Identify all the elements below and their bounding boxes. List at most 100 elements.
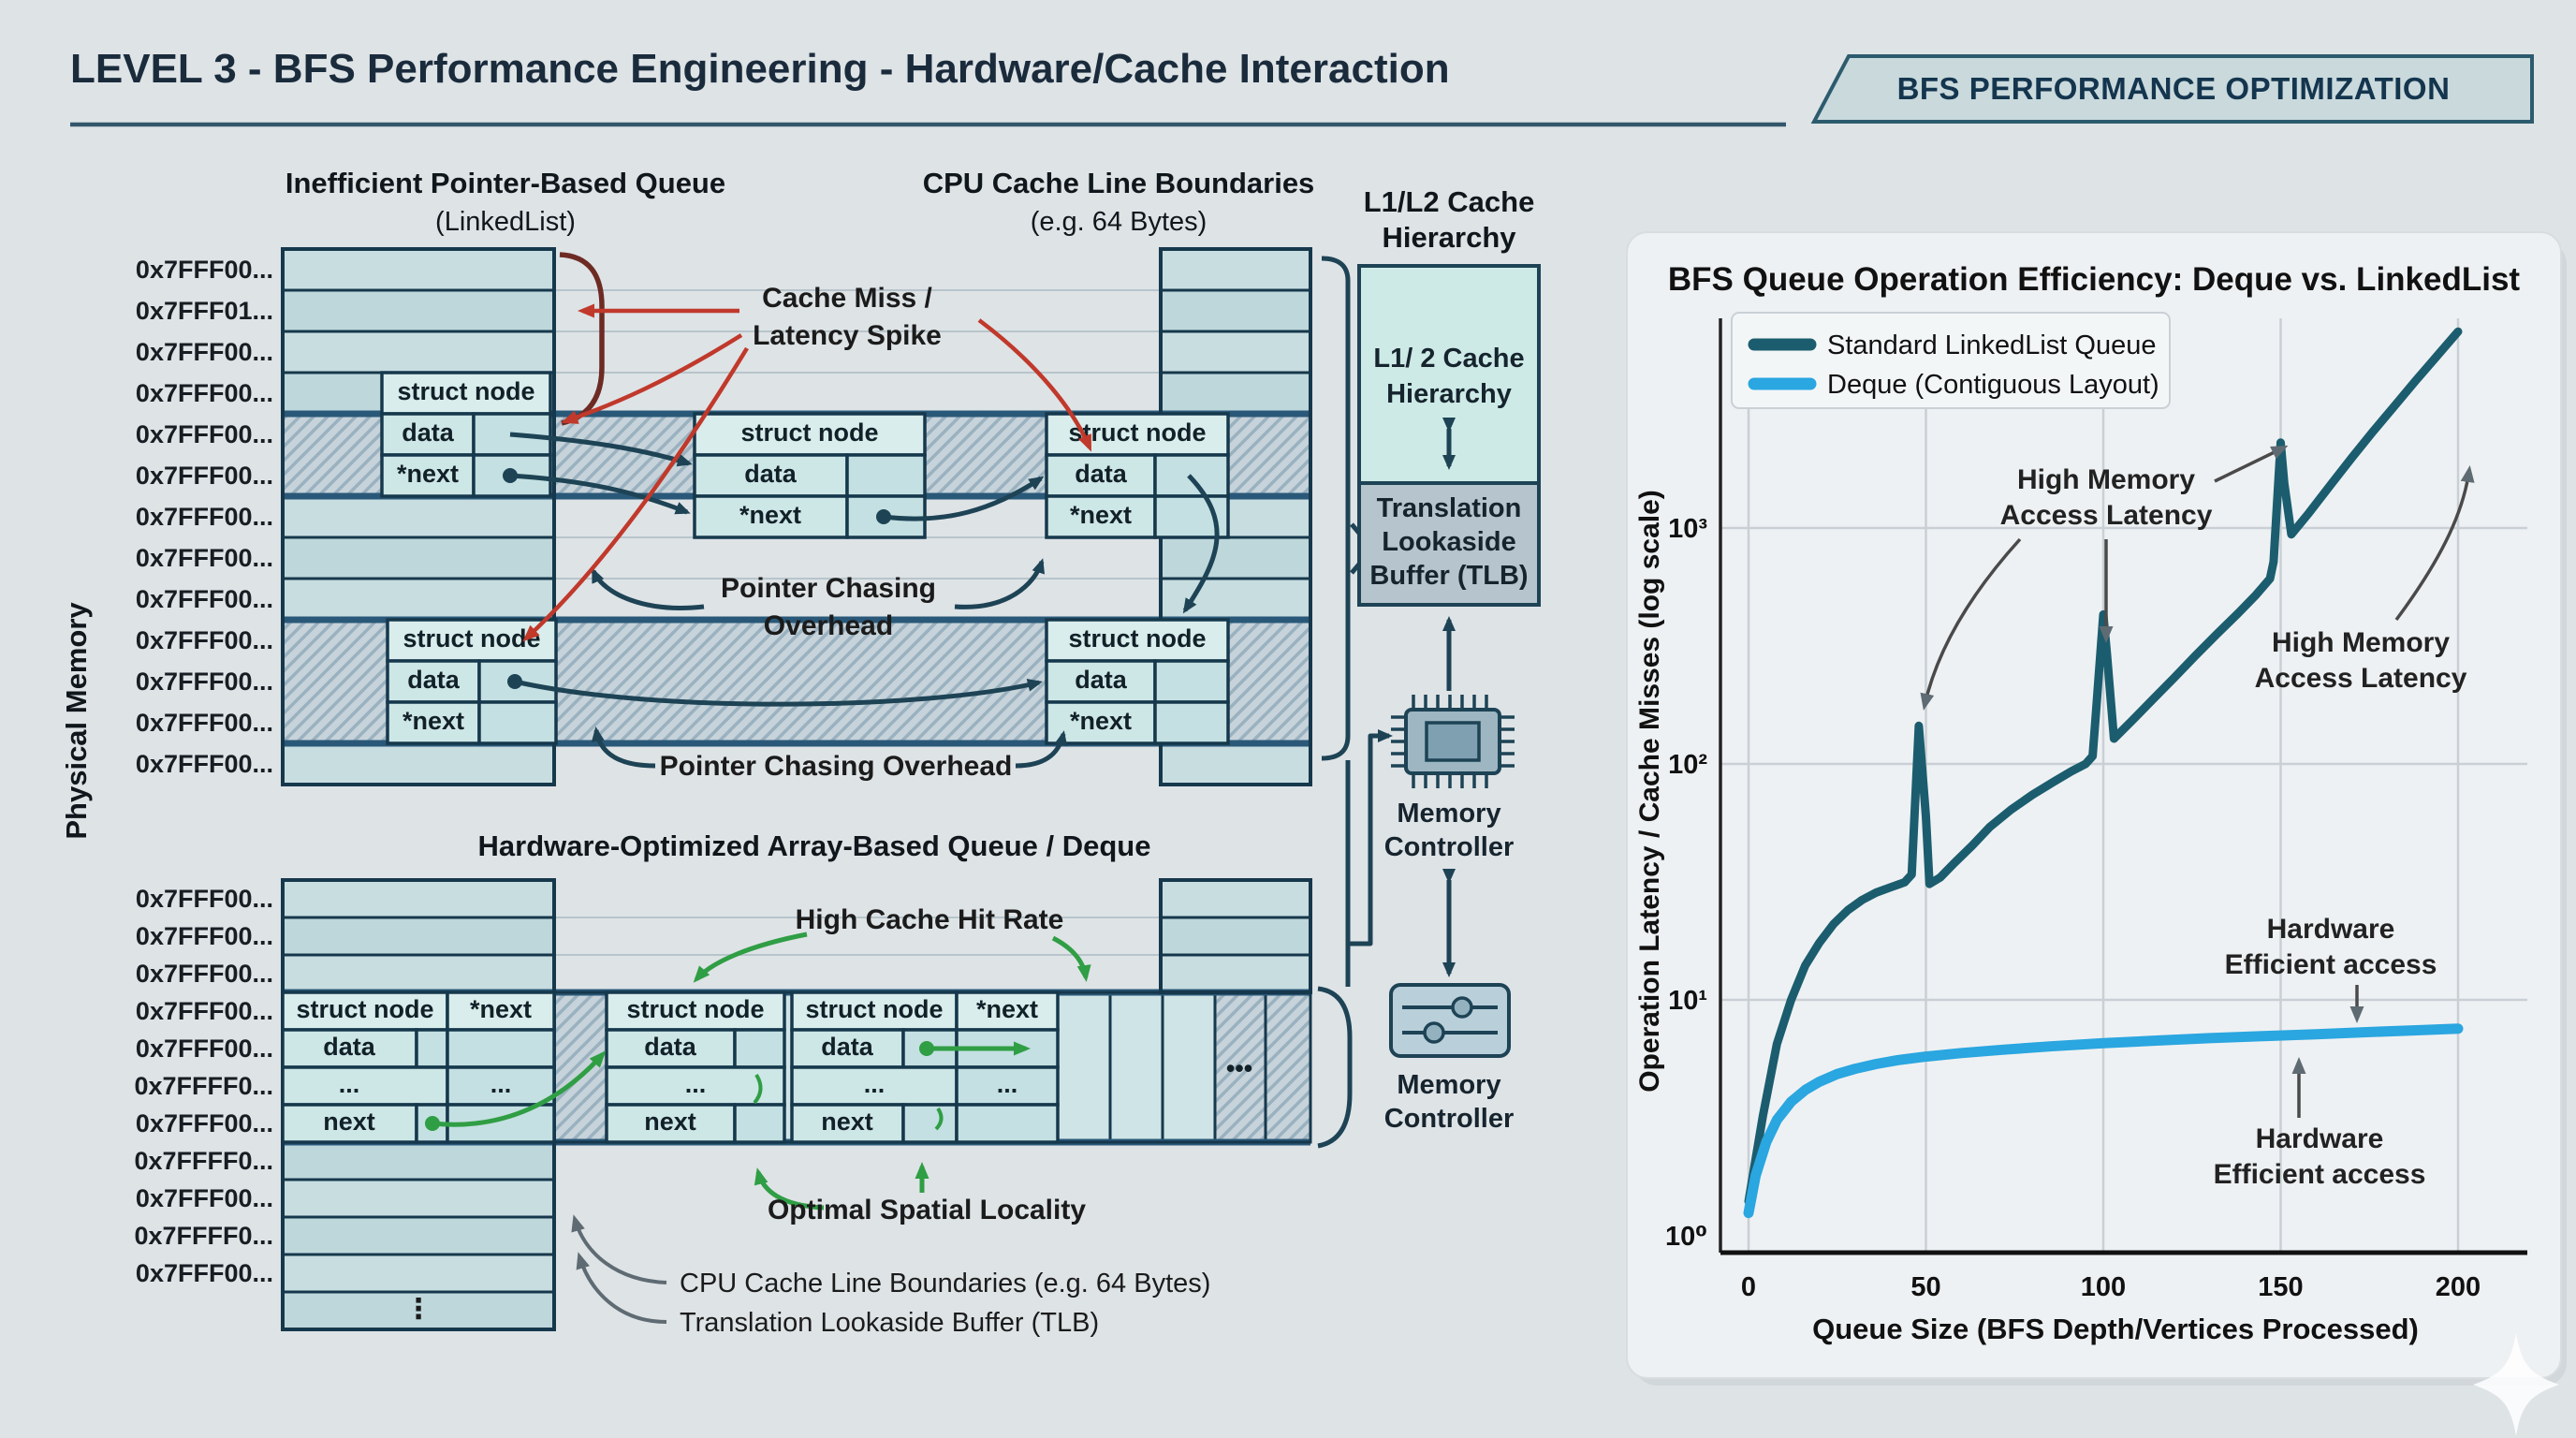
hardware-efficient-annotation-2: Efficient access [2225, 949, 2437, 980]
ellipsis-label: ... [685, 1070, 707, 1098]
address-label: 0x7FFF00... [136, 709, 273, 737]
next-ptr-label: *next [470, 995, 532, 1023]
deque-title: Hardware-Optimized Array-Based Queue / D… [478, 829, 1151, 862]
address-label: 0x7FFF00... [136, 1109, 273, 1137]
locality-arrows [432, 932, 1091, 1211]
y-tick-label: 10² [1668, 750, 1707, 780]
hierarchy-title-2: Hierarchy [1382, 221, 1516, 254]
next-label: next [644, 1108, 696, 1136]
memory-controller-label-2: Controller [1384, 832, 1515, 862]
tlb-box [1357, 481, 1541, 607]
memory-controller-icon [1389, 983, 1511, 1058]
ellipsis-label: ... [490, 1070, 512, 1098]
upper-column-bracket [1321, 256, 1351, 761]
next-ptr-label: *next [1070, 707, 1132, 735]
chart-legend: Standard LinkedList Queue Deque (Contigu… [1731, 312, 2171, 409]
data-label: data [402, 418, 455, 447]
address-label: 0x7FFF00... [136, 960, 273, 988]
hardware-efficient-annotation-4: Efficient access [2214, 1159, 2426, 1190]
struct-node-label: struct node [626, 995, 764, 1023]
legend-box [1731, 312, 2171, 409]
array-band-bracket [1317, 986, 1353, 1149]
high-latency-annotation-2: Access Latency [2000, 500, 2213, 531]
note-arrows [571, 1214, 667, 1324]
next-label: next [821, 1108, 873, 1136]
high-cache-hit-label: High Cache Hit Rate [796, 904, 1064, 935]
ellipsis-label: ... [997, 1070, 1018, 1098]
struct-node-label: struct node [805, 995, 943, 1023]
memory-controller-label-4: Controller [1384, 1104, 1515, 1134]
lower-right-memory-column [1159, 878, 1312, 994]
address-label: 0x7FFFF0... [134, 1072, 273, 1100]
cacheline-title: CPU Cache Line Boundaries [923, 167, 1315, 199]
x-tick-label: 0 [1741, 1272, 1756, 1302]
series-line-0 [1744, 327, 2463, 1206]
tlb-note: Translation Lookaside Buffer (TLB) [680, 1308, 1099, 1338]
pointer-arrows [509, 432, 1220, 769]
ellipsis-horizontal: ••• [1226, 1054, 1252, 1082]
deque-diagram: Hardware-Optimized Array-Based Queue / D… [134, 829, 1353, 1338]
badge-label: BFS PERFORMANCE OPTIMIZATION [1897, 71, 2451, 106]
optimal-spatial-label: Optimal Spatial Locality [768, 1195, 1086, 1225]
address-label: 0x7FFF00... [136, 626, 273, 654]
data-label: data [407, 666, 461, 694]
ellipsis-vertical: ⋮ [404, 1294, 432, 1325]
hierarchy-title: L1/L2 Cache [1364, 185, 1535, 218]
array-node-a: struct node *next data ... ... next [281, 990, 556, 1144]
next-ptr-label: *next [1070, 501, 1132, 529]
cacheline-subtitle: (e.g. 64 Bytes) [1031, 207, 1208, 237]
address-label: 0x7FFF00... [136, 668, 273, 696]
address-label: 0x7FFF01... [136, 297, 273, 325]
address-label: 0x7FFF00... [136, 885, 273, 913]
address-label: 0x7FFF00... [136, 997, 273, 1025]
pointer-chasing-single-label: Pointer Chasing Overhead [660, 751, 1013, 782]
high-latency-annotation: High Memory [2017, 464, 2195, 495]
cache-box-label-2: Hierarchy [1386, 379, 1512, 409]
x-tick-label: 50 [1910, 1272, 1940, 1302]
data-label: data [1075, 460, 1128, 488]
struct-node-label: struct node [1068, 418, 1206, 447]
y-tick-label: 10⁰ [1665, 1222, 1707, 1252]
linkedlist-title: Inefficient Pointer-Based Queue [285, 167, 725, 199]
memory-controller-label: Memory [1397, 799, 1500, 829]
chart-title: BFS Queue Operation Efficiency: Deque vs… [1668, 261, 2521, 298]
hardware-efficient-annotation-3: Hardware [2256, 1123, 2384, 1154]
cache-line-brace [559, 252, 605, 426]
address-label: 0x7FFF00... [136, 503, 273, 531]
address-label: 0x7FFF00... [136, 922, 273, 950]
row-continuation-lines-lower [554, 917, 1161, 956]
address-label: 0x7FFF00... [136, 1184, 273, 1212]
struct-node-label: struct node [296, 995, 433, 1023]
y-axis-label: Operation Latency / Cache Misses (log sc… [1634, 490, 1665, 1093]
address-label: 0x7FFFF0... [134, 1147, 273, 1175]
address-label: 0x7FFFF0... [134, 1222, 273, 1250]
next-ptr-label: *next [397, 460, 459, 488]
x-tick-label: 150 [2258, 1272, 2303, 1302]
struct-node-2: struct node data *next [386, 618, 558, 745]
struct-node-1: struct node data *next [380, 371, 552, 498]
data-label: data [1075, 666, 1128, 694]
pointer-chasing-label-2: Overhead [764, 610, 893, 641]
chart-series [1743, 327, 2464, 1219]
array-gap-hatch [554, 992, 607, 1142]
data-label: data [644, 1033, 697, 1061]
panel-background [1626, 231, 2562, 1379]
upper-left-column-outline [281, 247, 556, 786]
address-label: 0x7FFF00... [136, 379, 273, 407]
ellipsis-label: ... [864, 1070, 886, 1098]
x-axis-label: Queue Size (BFS Depth/Vertices Processed… [1812, 1313, 2419, 1345]
struct-node-4: struct node data *next [1045, 412, 1230, 539]
data-label: data [744, 460, 798, 488]
struct-node-3: struct node data *next [693, 412, 927, 539]
high-latency-annotation-4: Access Latency [2255, 663, 2467, 694]
data-label: data [323, 1033, 376, 1061]
memory-controller-label-3: Memory [1397, 1070, 1500, 1100]
tlb-label-3: Buffer (TLB) [1369, 561, 1528, 591]
next-ptr-label: *next [402, 707, 464, 735]
address-label: 0x7FFF00... [136, 256, 273, 284]
watermark-sparkle-icon [2473, 1333, 2559, 1436]
struct-node-label: struct node [402, 624, 540, 653]
